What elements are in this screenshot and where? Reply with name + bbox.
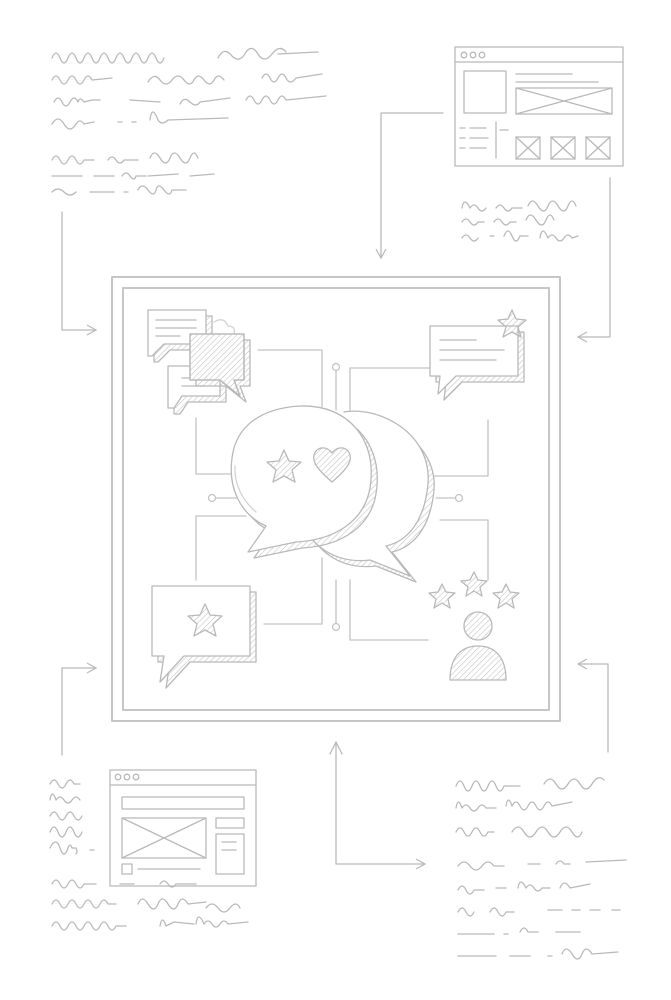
star-icon	[266, 449, 302, 483]
note-block-top-left	[51, 47, 327, 196]
review-bubble-with-star-icon	[429, 309, 527, 401]
browser-wireframe-top-right	[454, 46, 624, 167]
connector-arrows	[61, 112, 611, 870]
central-frame	[111, 276, 561, 722]
note-block-bottom-left	[49, 779, 249, 931]
user-with-three-stars-icon	[428, 571, 520, 681]
circuit-connectors	[195, 349, 489, 641]
chat-bubbles-icon	[230, 405, 435, 583]
browser-wireframe-bottom-left	[109, 769, 257, 887]
star-rating-bubble-icon	[151, 585, 257, 689]
stacked-message-bubbles-icon	[147, 309, 251, 415]
note-block-top-right	[461, 200, 579, 242]
note-block-bottom-right	[455, 777, 627, 960]
heart-icon	[312, 447, 352, 483]
